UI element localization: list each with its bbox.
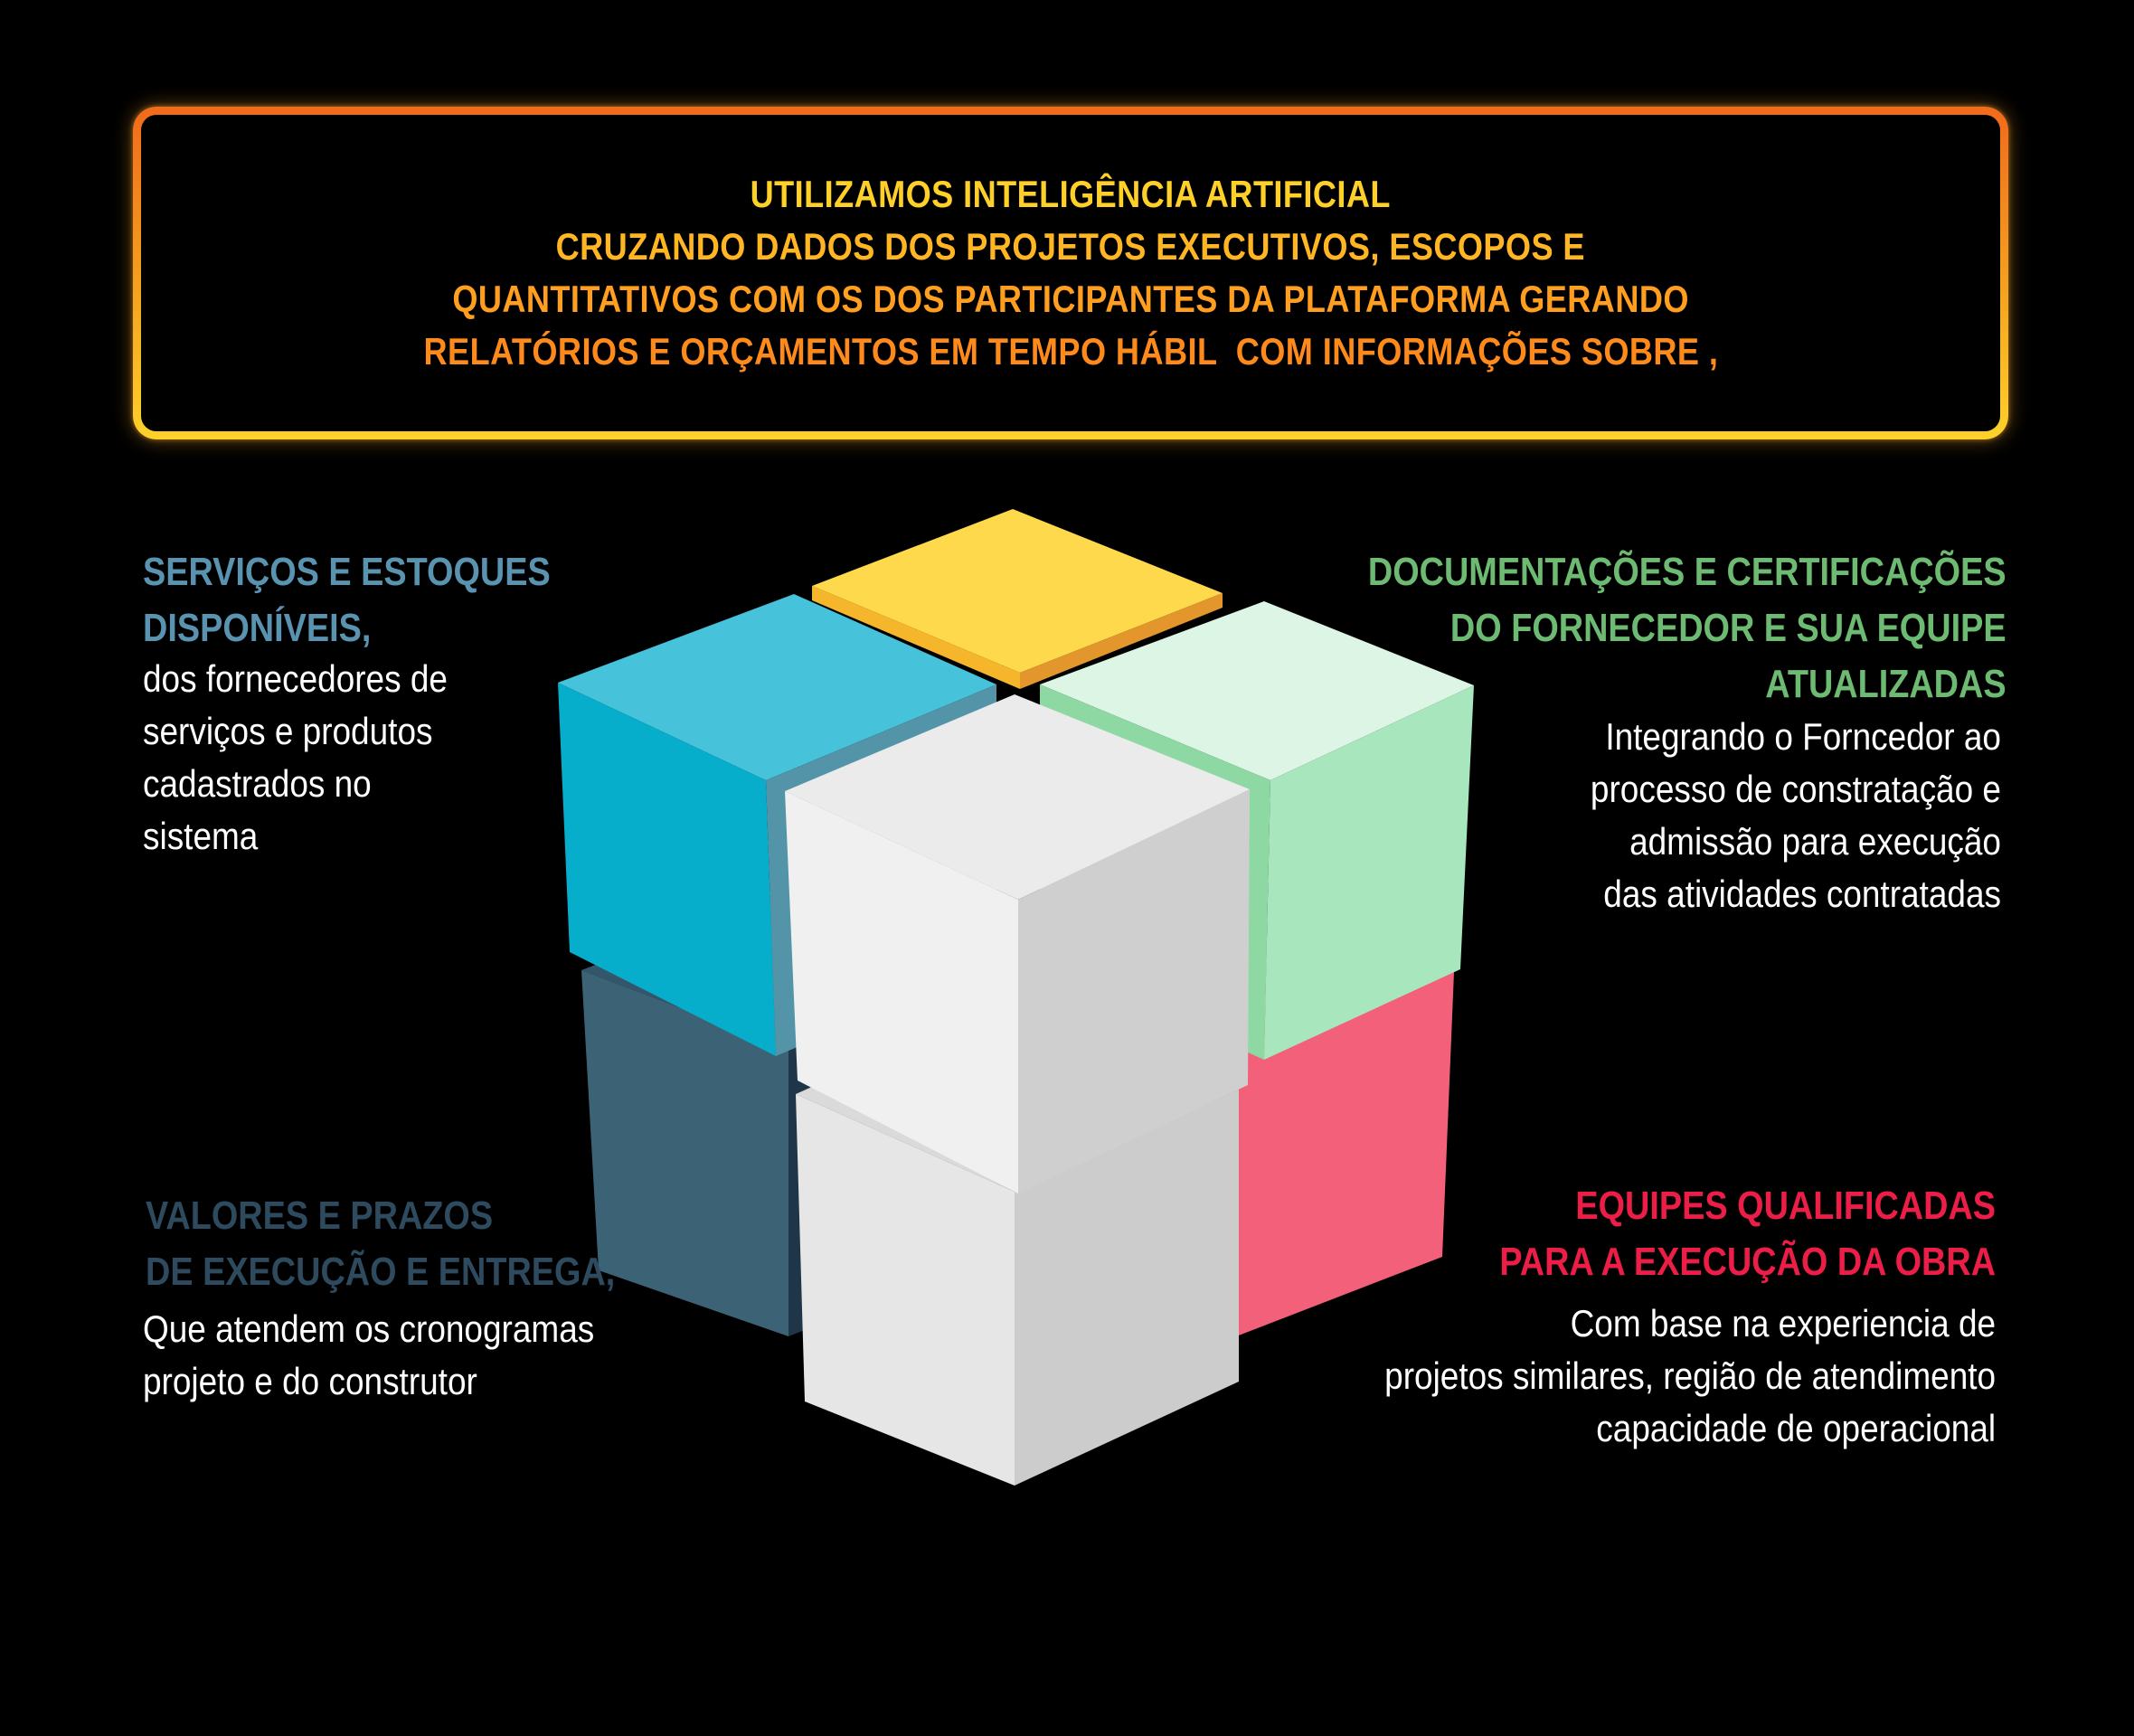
services-text-line: serviços e produtos	[143, 710, 433, 752]
documents-title-line: ATUALIZADAS	[1765, 662, 2007, 706]
documents-title-line: DO FORNECEDOR E SUA EQUIPE	[1450, 606, 2007, 650]
values-title: VALORES E PRAZOS DE EXECUÇÃO E ENTREGA,	[146, 1188, 615, 1300]
teams-title-line: EQUIPES QUALIFICADAS	[1575, 1184, 1996, 1228]
services-title-line: SERVIÇOS E ESTOQUES	[143, 550, 551, 594]
teams-text-line: capacidade de operacional	[1596, 1407, 1996, 1449]
services-title: SERVIÇOS E ESTOQUES DISPONÍVEIS,	[143, 544, 551, 656]
documents-text: Integrando o Forncedor ao processo de co…	[1591, 711, 2001, 920]
documents-title: DOCUMENTAÇÕES E CERTIFICAÇÕES DO FORNECE…	[1368, 544, 2007, 712]
documents-title-line: DOCUMENTAÇÕES E CERTIFICAÇÕES	[1368, 550, 2007, 594]
cube-block-yellow	[812, 509, 1223, 689]
services-text-line: cadastrados no	[143, 762, 372, 805]
documents-text-line: admissão para execução	[1629, 820, 2001, 863]
teams-text-line: Com base na experiencia de	[1570, 1302, 1996, 1344]
values-text-line: Que atendem os cronogramas	[143, 1307, 595, 1350]
banner-line: RELATÓRIOS E ORÇAMENTOS EM TEMPO HÁBIL C…	[423, 330, 1718, 373]
documents-text-line: das atividades contratadas	[1603, 873, 2001, 915]
teams-text: Com base na experiencia de projetos simi…	[1384, 1297, 1996, 1455]
services-text: dos fornecedores de serviços e produtos …	[143, 653, 448, 863]
teams-title-line: PARA A EXECUÇÃO DA OBRA	[1499, 1240, 1996, 1284]
intro-banner: UTILIZAMOS INTELIGÊNCIA ARTIFICIAL CRUZA…	[133, 107, 2008, 439]
services-text-line: sistema	[143, 815, 259, 857]
values-title-line: DE EXECUÇÃO E ENTREGA,	[146, 1250, 616, 1294]
teams-text-line: projetos similares, região de atendiment…	[1384, 1354, 1996, 1397]
values-title-line: VALORES E PRAZOS	[146, 1194, 494, 1238]
banner-line: QUANTITATIVOS COM OS DOS PARTICIPANTES D…	[452, 278, 1689, 320]
teams-title: EQUIPES QUALIFICADAS PARA A EXECUÇÃO DA …	[1499, 1178, 1996, 1290]
banner-line: CRUZANDO DADOS DOS PROJETOS EXECUTIVOS, …	[555, 225, 1586, 268]
services-title-line: DISPONÍVEIS,	[143, 606, 372, 650]
values-text: Que atendem os cronogramas projeto e do …	[143, 1303, 594, 1408]
documents-text-line: Integrando o Forncedor ao	[1605, 715, 2001, 758]
banner-line: UTILIZAMOS INTELIGÊNCIA ARTIFICIAL	[750, 173, 1392, 215]
services-text-line: dos fornecedores de	[143, 657, 448, 700]
documents-text-line: processo de constratação e	[1590, 768, 2001, 810]
values-text-line: projeto e do construtor	[143, 1360, 477, 1402]
cube-block-white-upper	[785, 694, 1250, 1194]
cube-block-white-lower	[796, 995, 1239, 1486]
